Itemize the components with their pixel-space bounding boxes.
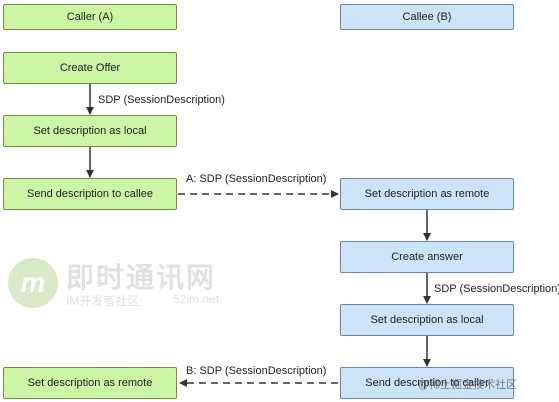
send-to-callee-box: Send description to callee	[3, 178, 177, 210]
create-answer-box: Create answer	[340, 241, 514, 273]
corner-watermark: @稀土掘金技术社区	[418, 379, 518, 391]
send-to-caller-box: Send description to caller	[340, 367, 514, 399]
callee-set-local-box: Set description as local	[340, 304, 514, 336]
caller-header-label: Caller (A)	[66, 11, 114, 23]
caller-set-local-box: Set description as local	[3, 115, 177, 147]
create-answer-label: Create answer	[391, 251, 463, 263]
caller-set-local-label: Set description as local	[33, 125, 147, 137]
create-offer-box: Create Offer	[3, 52, 177, 84]
caller-header: Caller (A)	[3, 4, 177, 30]
watermark: m 即时通讯网 IM开发者社区 52im.net	[8, 252, 268, 312]
watermark-site: 52im.net	[173, 292, 220, 306]
watermark-subtitle: IM开发者社区	[66, 294, 140, 308]
callee-header: Callee (B)	[340, 4, 514, 30]
callee-set-remote-label: Set description as remote	[364, 188, 490, 200]
callee-set-remote-box: Set description as remote	[340, 178, 514, 210]
b-to-a-label: B: SDP (SessionDescription)	[186, 365, 327, 377]
callee-header-label: Callee (B)	[402, 11, 452, 23]
a-to-b-label: A: SDP (SessionDescription)	[186, 173, 327, 185]
send-to-caller-label: Send description to caller	[365, 377, 489, 389]
caller-set-remote-label: Set description as remote	[27, 377, 153, 389]
send-to-callee-label: Send description to callee	[27, 188, 153, 200]
caller-set-remote-box: Set description as remote	[3, 367, 177, 399]
create-offer-label: Create Offer	[59, 62, 121, 74]
watermark-title: 即时通讯网	[66, 262, 217, 293]
offer-sdp-label: SDP (SessionDescription)	[98, 94, 225, 106]
callee-set-local-label: Set description as local	[370, 314, 484, 326]
watermark-logo-icon: m	[8, 258, 58, 308]
answer-sdp-label: SDP (SessionDescription)	[434, 283, 559, 295]
